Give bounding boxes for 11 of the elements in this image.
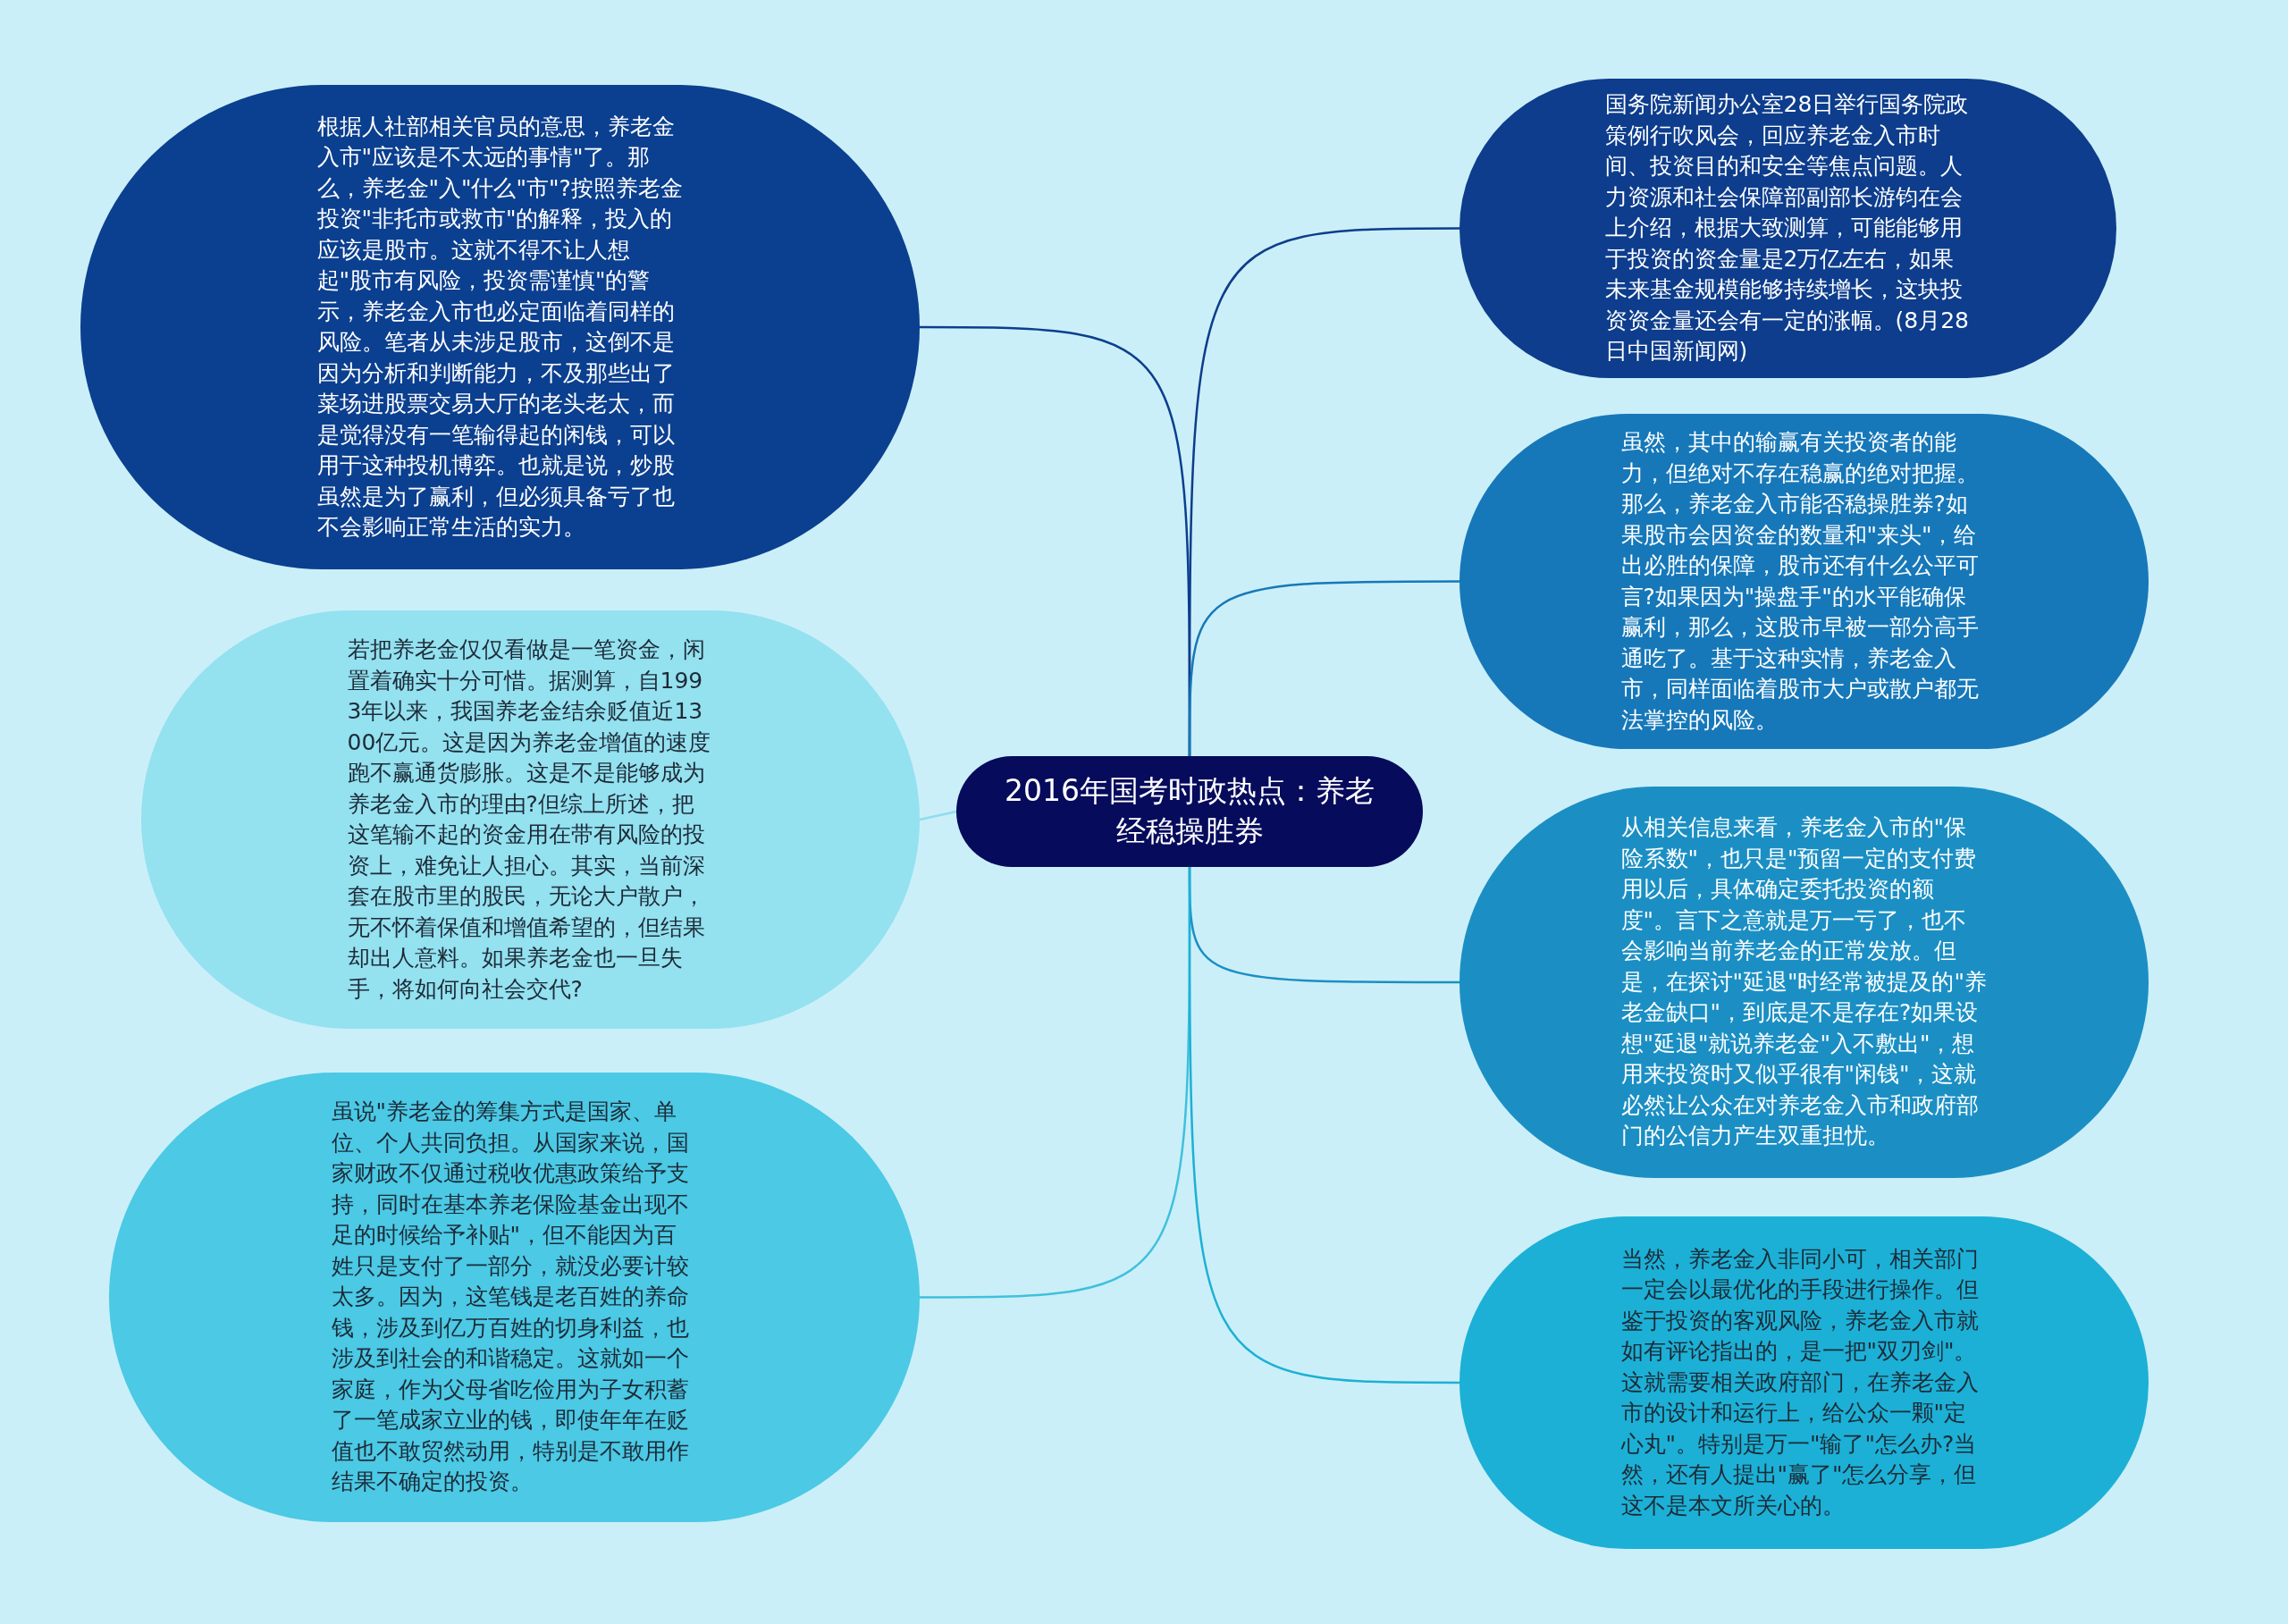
connector-line — [1188, 867, 1459, 1384]
paragraph-text: 虽说"养老金的筹集方式是国家、单位、个人共同负担。从国家来说，国家财政不仅通过税收优惠政策给予支持，同时在基本养老保险基金出现不足的时候给予补贴"，但不能因为百姓只是支付了一部分，就没必要计较太多。因为，这笔钱是老百姓的养命钱，涉及到亿万百姓的切身利益，也涉及到社会的和谐稳定。这就如一个家庭，作为父母省吃俭用为子女积蓄了一笔成家立业的钱，即使年年在贬值也不敢贸然动用，特别是不敢用作结果不确定的投资。 — [331, 1098, 690, 1497]
connector-line — [1188, 580, 1459, 756]
paragraph-text: 国务院新闻办公室28日举行国务院政策例行吹风会，回应养老金入市时间、投资目的和安全等焦点问题。人力资源和社会保障部副部长游钧在会上介绍，根据大致测算，可能能够用于投资的资金量是2万亿左右，如果未来基金规模能够持续增长，这块投资资金量还会有一定的涨幅。(8月28日中国新闻网) — [1604, 90, 1970, 366]
paragraph-text: 从相关信息来看，养老金入市的"保险系数"，也只是"预留一定的支付费用以后，具体确定委托投资的额度"。言下之意就是万一亏了，也不会影响当前养老金的正常发放。但是，在探讨"延退"时经常被提及的"养老金缺口"，到底是不是存在?如果设想"延退"就说养老金"入不敷出"，想用来投资时又似乎很有"闲钱"，这就必然让公众在对养老金入市和政府部门的公信力产生双重担忧。 — [1620, 813, 1988, 1151]
paragraph-text: 根据人社部相关官员的意思，养老金入市"应该是不太远的事情"了。那么，养老金"入"什么"市"?按照养老金投资"非托市或救市"的解释，投入的应该是股市。这就不得不让人想起"股市有风险，投资需谨慎"的警示，养老金入市也必定面临着同样的风险。笔者从未涉足股市，这倒不是因为分析和判断能力，不及那些出了菜场进股票交易大厅的老头老太，而是觉得没有一笔输得起的闲钱，可以用于这种投机博弈。也就是说，炒股虽然是为了赢利，但必须具备亏了也不会影响正常生活的实力。 — [316, 112, 684, 542]
topic-title: 2016年国考时政热点：养老经稳操胜券 — [1004, 772, 1375, 850]
connector-line — [919, 810, 957, 821]
paragraph-text: 若把养老金仅仅看做是一笔资金，闲置着确实十分可惜。据测算，自1993年以来，我国养老金结余贬值近1300亿元。这是因为养老金增值的速度跑不赢通货膨胀。这是不是能够成为养老金入市的理由?但综上所述，把这笔输不起的资金用在带有风险的投资上，难免让人担心。其实，当前深套在股市里的股民，无论大户散户，无不怀着保值和增值希望的，但结果却出人意料。如果养老金也一旦失手，将如何向社会交代? — [347, 635, 712, 1004]
paragraph-text: 当然，养老金入非同小可，相关部门一定会以最优化的手段进行操作。但鉴于投资的客观风险，养老金入市就如有评论指出的，是一把"双刃剑"。这就需要相关政府部门，在养老金入市的设计和运行上，给公众一颗"定心丸"。特别是万一"输了"怎么办?当然，还有人提出"赢了"怎么分享，但这不是本文所关心的。 — [1620, 1244, 1980, 1520]
paragraph-text: 虽然，其中的输赢有关投资者的能力，但绝对不存在稳赢的绝对把握。那么，养老金入市能否稳操胜券?如果股市会因资金的数量和"来头"，给出必胜的保障，股市还有什么公平可言?如果因为"操盘手"的水平能确保赢利，那么，这股市早被一部分高手通吃了。基于这种实情，养老金入市，同样面临着股市大户或散户都无法掌控的风险。 — [1620, 428, 1980, 735]
